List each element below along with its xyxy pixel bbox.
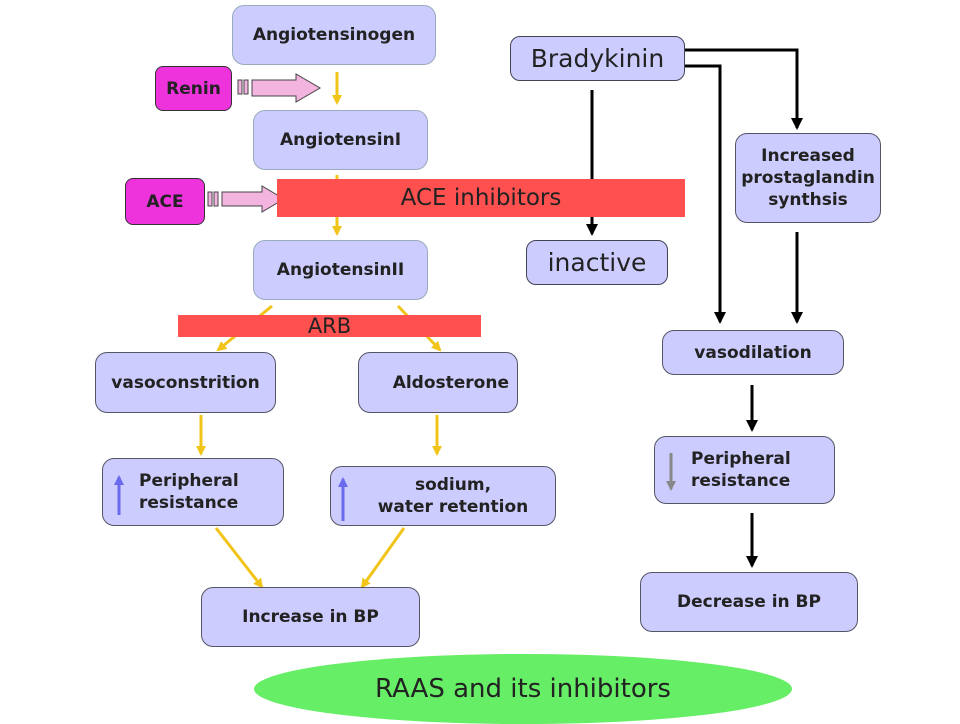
inactive-node: inactive [526,240,668,285]
decrease-bp-label: Decrease in BP [677,592,821,612]
angiotensinogen-label: Angiotensinogen [252,25,416,45]
renin-enzyme-box: Renin [155,66,232,111]
arrow-resistance-to-increase-bp [214,527,264,589]
peripheral-resistance-up-label: Peripheral resistance [139,471,239,513]
prostaglandin-node: Increased prostaglandin synthsis [735,133,881,223]
prostaglandin-label: Increased prostaglandin synthsis [741,146,875,210]
aldosterone-label: Aldosterone [392,372,509,393]
angiotensin-2-node: AngiotensinII [253,240,428,300]
vasodilation-label: vasodilation [694,342,812,363]
ace-label: ACE [146,191,184,212]
aldosterone-node: Aldosterone [358,352,518,413]
arb-band: ARB [178,314,481,338]
footer-title: RAAS and its inhibitors [375,674,671,704]
ace-inhibitors-label: ACE inhibitors [400,185,562,211]
arrow-up-icon [114,475,124,515]
angiotensin-1-node: AngiotensinI [253,110,428,170]
increase-bp-node: Increase in BP [201,587,420,647]
block-arrow-right-icon [237,73,321,103]
inactive-label: inactive [547,248,647,277]
peripheral-resistance-down-node: Peripheral resistance [654,436,835,504]
vasoconstriction-label: vasoconstrition [111,372,260,393]
arb-label: ARB [307,314,352,338]
ace-enzyme-box: ACE [125,178,205,225]
peripheral-resistance-down-label: Peripheral resistance [691,449,791,491]
angiotensin-1-label: AngiotensinI [279,130,402,150]
vasoconstriction-node: vasoconstrition [95,352,276,413]
arrow-bradykinin-to-vasodilation [685,64,726,324]
peripheral-resistance-up-node: Peripheral resistance [102,458,284,526]
arrow-down-icon [666,453,676,491]
footer-title-oval: RAAS and its inhibitors [254,654,792,724]
bradykinin-node: Bradykinin [510,36,685,81]
renin-label: Renin [166,78,221,99]
increase-bp-label: Increase in BP [242,607,379,627]
decrease-bp-node: Decrease in BP [640,572,858,632]
angiotensinogen-node: Angiotensinogen [232,5,436,65]
bradykinin-label: Bradykinin [530,44,665,73]
arrow-retention-to-increase-bp [360,527,406,589]
angiotensin-2-label: AngiotensinII [276,260,405,280]
arrow-bradykinin-to-prostaglandin [685,48,803,130]
arrow-up-icon [338,477,348,521]
sodium-water-retention-label: sodium, water retention [377,475,529,517]
vasodilation-node: vasodilation [662,330,844,375]
block-arrow-right-icon [207,185,285,213]
ace-inhibitors-band: ACE inhibitors [277,179,685,217]
sodium-water-retention-node: sodium, water retention [330,466,556,526]
